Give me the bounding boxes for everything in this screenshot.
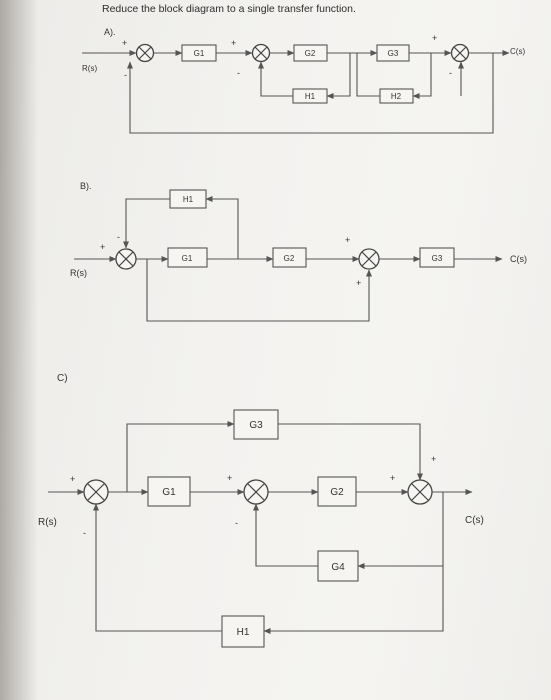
- part-b-block-g2: G2: [272, 247, 307, 268]
- part-c-g3-label: G3: [249, 420, 263, 431]
- part-b-h1-feedback-line: [123, 198, 170, 249]
- part-c-block-h1: H1: [221, 615, 265, 648]
- part-c-output-label: C(s): [465, 515, 484, 526]
- paper-shadow: [0, 0, 38, 700]
- part-b-sum-2: [358, 248, 380, 270]
- part-b-feedforward-line: [146, 259, 372, 322]
- part-a-block-h1: H1: [292, 88, 328, 104]
- part-b-block-g1: G1: [167, 247, 208, 268]
- part-b-sign-s2-in: +: [345, 235, 350, 245]
- part-c-sum-2: [243, 479, 269, 505]
- part-a-sum-1: [135, 43, 155, 63]
- part-c-g3-output-line: [278, 423, 423, 481]
- part-b-sum-1: [115, 248, 137, 270]
- part-c-sign-s3-ff: +: [431, 454, 436, 464]
- part-b-g2-label: G2: [284, 254, 295, 263]
- part-a-label: A).: [104, 27, 116, 37]
- part-c-g4-feedback-line: [253, 503, 318, 567]
- part-c-g4-input-line: [357, 492, 444, 569]
- part-b-sign-s1-in: +: [100, 242, 105, 252]
- part-c-block-g2: G2: [317, 476, 357, 507]
- part-b-sign-s2-ff: +: [356, 278, 361, 288]
- part-c-input-label: R(s): [38, 517, 57, 528]
- part-c-block-g4: G4: [317, 550, 359, 582]
- diagram-c: C) R(s) C(s) G3 G1 G2 G4 H1: [38, 373, 484, 648]
- part-c-g3-input-line: [126, 421, 235, 492]
- part-a-outer-feedback-line: [127, 53, 494, 134]
- part-a-block-g3: G3: [376, 44, 410, 62]
- part-a-sign-s1-in: +: [122, 38, 127, 48]
- part-c-sign-s2-in: +: [227, 473, 232, 483]
- part-a-sum-2: [251, 43, 271, 63]
- part-b-g3-label: G3: [432, 254, 443, 263]
- part-b-g1-label: G1: [182, 254, 193, 263]
- part-c-h1-label: H1: [237, 627, 250, 638]
- part-b-h1-label: H1: [183, 195, 194, 204]
- part-a-sum-3: [450, 43, 470, 63]
- part-b-label: B).: [80, 181, 92, 191]
- part-c-sign-s3-in: +: [390, 473, 395, 483]
- part-b-output-label: C(s): [510, 254, 527, 264]
- part-b-h1-input-line: [205, 196, 239, 259]
- part-c-sign-s2-fb: -: [235, 518, 238, 528]
- part-a-sign-s1-fb: -: [124, 70, 127, 80]
- part-c-g4-label: G4: [331, 562, 345, 573]
- part-a-g2-label: G2: [305, 49, 316, 58]
- part-b-block-g3: G3: [419, 247, 455, 268]
- part-a-h1-feedback-line: [258, 61, 293, 97]
- part-c-h1-feedback-line: [93, 503, 222, 632]
- part-c-sign-s1-in: +: [70, 474, 75, 484]
- part-a-h2-input-line: [412, 53, 432, 99]
- part-b-sign-s1-fb: -: [117, 232, 120, 242]
- part-c-block-g1: G1: [147, 476, 191, 507]
- part-a-output-label: C(s): [510, 47, 525, 56]
- part-c-sum-1: [83, 479, 109, 505]
- part-c-sum-3: [407, 479, 433, 505]
- part-a-block-h2: H2: [379, 88, 414, 104]
- part-a-block-g2: G2: [293, 44, 328, 62]
- part-a-sign-s2-in: +: [231, 38, 236, 48]
- part-a-g3-label: G3: [388, 49, 399, 58]
- part-a-h1-label: H1: [305, 92, 316, 101]
- part-b-block-h1: H1: [169, 189, 207, 209]
- part-c-block-g3: G3: [233, 409, 279, 440]
- diagram-a: A). R(s) C(s) G1 G2 G3 H1 H2: [82, 27, 525, 134]
- part-a-h1-input-line: [326, 53, 351, 99]
- part-a-block-g1: G1: [181, 44, 217, 62]
- part-a-sign-s3-fb: -: [449, 68, 452, 78]
- part-a-g1-label: G1: [194, 49, 205, 58]
- part-a-sign-s3-in: +: [432, 33, 437, 43]
- diagram-b: B). R(s) C(s) H1 G1 G2 G3: [70, 181, 527, 322]
- problem-title: Reduce the block diagram to a single tra…: [102, 3, 356, 15]
- part-c-g2-label: G2: [330, 487, 344, 498]
- part-c-sign-s1-fb: -: [83, 528, 86, 538]
- part-c-g1-label: G1: [162, 487, 176, 498]
- part-b-input-label: R(s): [70, 268, 87, 278]
- part-a-sign-s2-fb: -: [237, 68, 240, 78]
- part-a-h2-feedback-line: [356, 53, 380, 97]
- part-c-h1-input-line: [263, 566, 444, 634]
- part-a-h2-label: H2: [391, 92, 402, 101]
- part-c-label: C): [57, 373, 68, 384]
- part-a-input-label: R(s): [82, 64, 97, 73]
